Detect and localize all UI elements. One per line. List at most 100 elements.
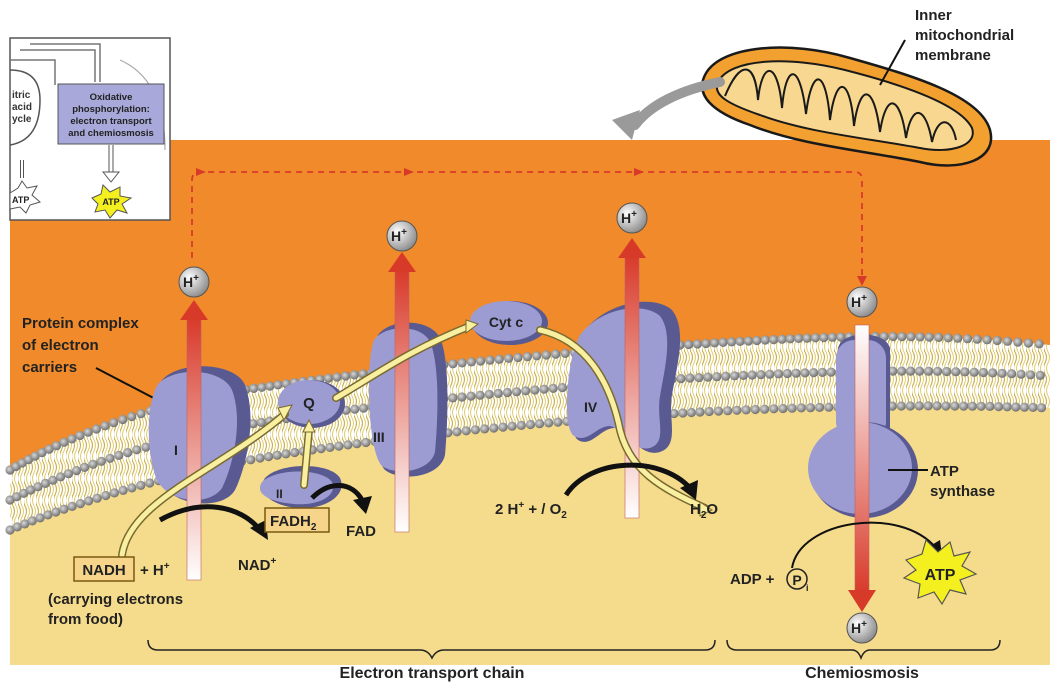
lipid-head [127,412,136,421]
lipid-head [92,424,101,433]
synthase-label-line1: ATP [930,463,959,480]
lipid-head [503,388,512,397]
lipid-head [1026,370,1035,379]
lipid-head [809,368,818,377]
proton-ion: H+ [847,613,877,643]
lipid-head [507,422,516,431]
proton-ion: H+ [847,287,877,317]
lipid-head [703,373,712,382]
lipid-head [950,401,959,410]
lipid-head [480,424,489,433]
lipid-head [934,333,943,342]
lipid-head [512,387,521,396]
inset-partial-label-line2: acid [12,102,32,113]
inset-partial-label-line1: itric [12,90,31,101]
lipid-head [1028,403,1037,412]
lipid-head [815,403,824,412]
lipid-head [544,418,553,427]
lipid-head [526,420,535,429]
lipid-head [517,421,526,430]
lipid-head [119,486,128,495]
cyt-c-label: Cyt c [489,314,523,330]
lipid-head [1011,402,1020,411]
lipid-head [476,391,485,400]
lipid-head [727,337,736,346]
lipid-head [523,352,532,361]
lipid-head [476,356,485,365]
lipid-head [827,368,836,377]
lipid-head [983,335,992,344]
lipid-head [959,402,968,411]
protein-complex-label-line1: Protein complex [22,315,139,332]
lipid-head [498,423,507,432]
oxygen-reaction-label: 2 H+ + / O2 [495,500,567,521]
lipid-head [684,340,693,349]
lipid-head [777,335,786,344]
lipid-head [141,443,150,452]
lipid-head [973,335,982,344]
lipid-head [136,409,145,418]
lipid-head [265,382,274,391]
lipid-head [59,505,68,514]
inset-box-line1: Oxidative [90,92,133,103]
lipid-head [64,469,73,478]
lipid-head [818,368,827,377]
lipid-head [1037,403,1046,412]
lipid-head [101,491,110,500]
lipid-head [748,370,757,379]
lipid-head [458,358,467,367]
lipid-head [941,401,950,410]
lipid-head [332,373,341,382]
lipid-head [246,455,255,464]
lipid-head [553,418,562,427]
lipid-head [56,472,65,481]
inset-box-line4: and chemiosmosis [68,128,154,139]
lipid-head [828,333,837,342]
lipid-head [685,373,694,382]
lipid-head [494,389,503,398]
lipid-head [906,332,915,341]
lipid-head [343,440,352,449]
lipid-head [1013,338,1022,347]
inset-overview: itric acid ycle Oxidative phosphorylatio… [10,38,170,220]
lipid-head [462,426,471,435]
lipid-head [970,368,979,377]
lipid-head [273,380,282,389]
lipid-head [530,385,539,394]
lipid-head [75,431,84,440]
inset-box-line2: phosphorylation: [72,104,150,115]
lipid-head [504,354,513,363]
lipid-head [281,449,290,458]
inset-partial-label-line3: ycle [12,114,32,125]
inset-atp-partial: ATP [12,195,29,205]
lipid-head [783,369,792,378]
lipid-head [76,499,85,508]
lipid-head [352,439,361,448]
lipid-head [778,404,787,413]
lipid-head [1024,338,1033,347]
lipid-head [960,367,969,376]
lipid-head [968,402,977,411]
lipid-head [933,367,942,376]
lipid-head [67,434,76,443]
lipid-head [963,334,972,343]
lipid-head [452,427,461,436]
lipid-head [100,421,109,430]
lipid-head [906,401,915,410]
lipid-head [521,386,530,395]
lipid-head [897,332,906,341]
lipid-head [448,359,457,368]
complex-iv-label: IV [584,399,598,415]
lipid-head [485,390,494,399]
lipid-head [290,448,299,457]
proton-ion: H+ [179,267,209,297]
lipid-head [678,408,687,417]
lipid-head [136,481,145,490]
lipid-head [1035,339,1044,348]
lipid-head [915,401,924,410]
lipid-head [350,405,359,414]
lipid-head [257,383,266,392]
complex-ii-label: II [276,487,283,501]
synthase-label-line2: synthase [930,483,995,500]
